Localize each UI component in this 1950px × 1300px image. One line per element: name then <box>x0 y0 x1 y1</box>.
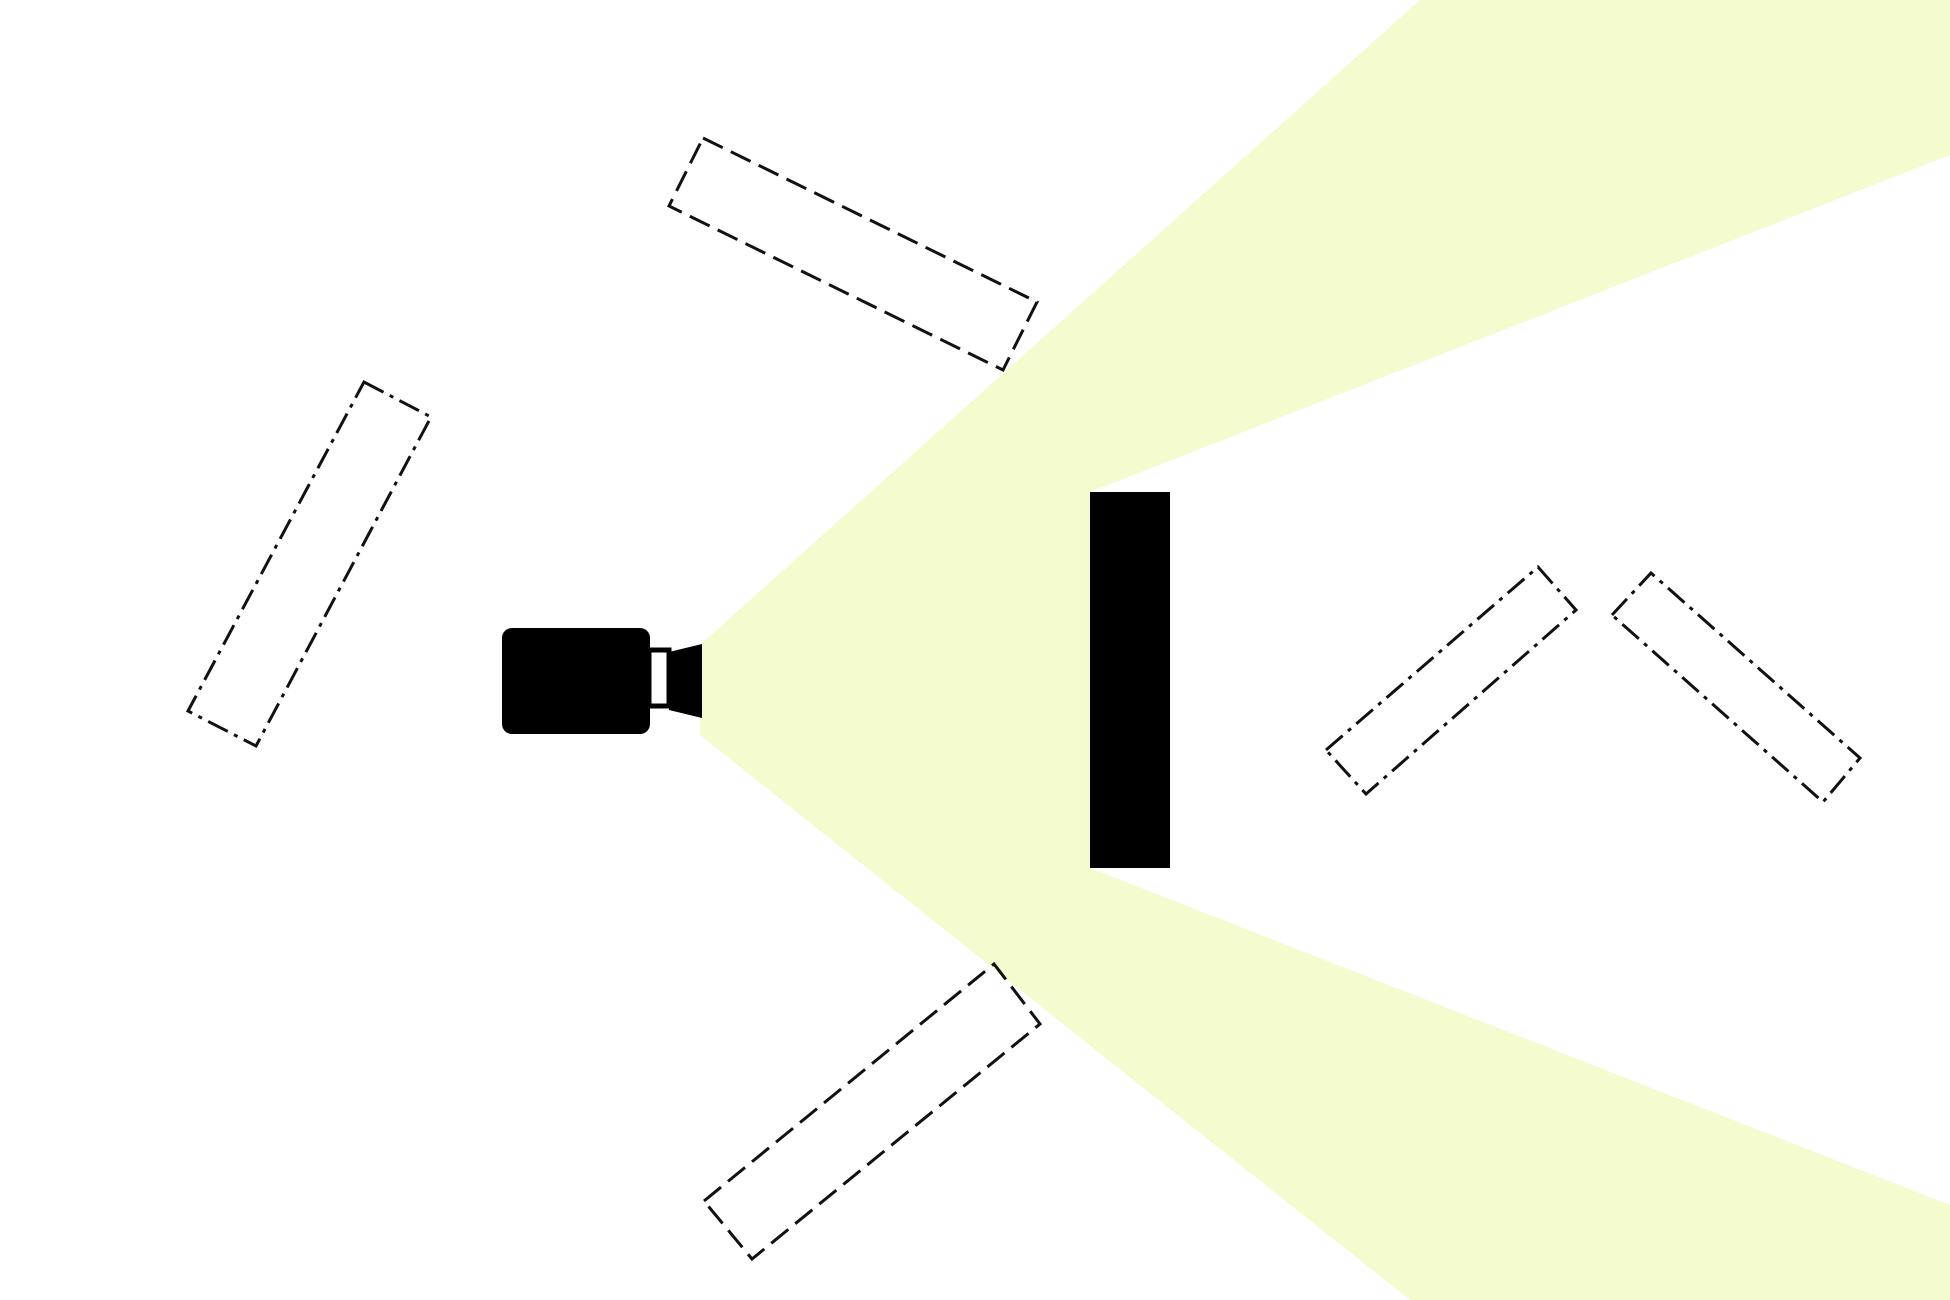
occluder-wall <box>1090 492 1170 868</box>
camera-view-cone <box>700 0 1950 1300</box>
obstacle-outline-top <box>666 135 1040 373</box>
camera-lens <box>669 644 702 718</box>
obstacle-outline-bottom <box>701 961 1043 1262</box>
camera-icon <box>502 628 702 734</box>
obstacle-outline-left <box>185 379 434 749</box>
obstacle-outline-right-a <box>1323 564 1579 797</box>
obstacle-outline-right-b <box>1609 570 1863 805</box>
camera-body <box>502 628 650 734</box>
camera-neck <box>646 647 672 709</box>
